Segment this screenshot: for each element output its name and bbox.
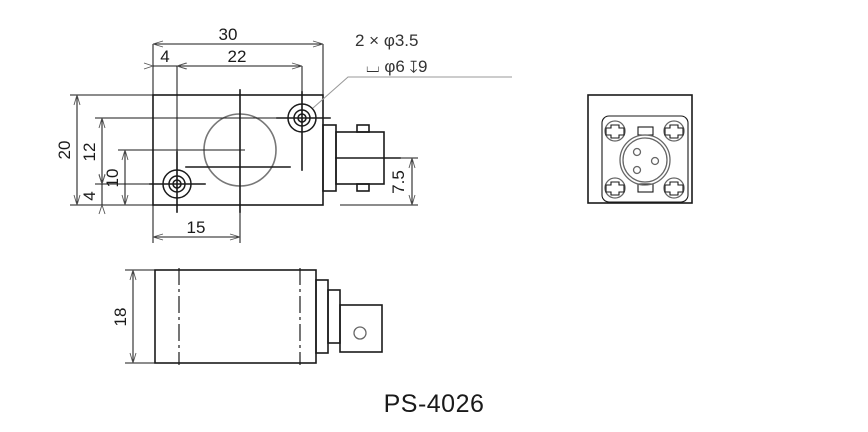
connector-shell-inner-circle	[622, 137, 668, 183]
keying-slot-bottom	[637, 183, 654, 193]
arrow-18-top	[129, 269, 137, 281]
connector-tab-upper	[356, 124, 370, 133]
arrow-10-bot	[121, 194, 129, 206]
arrow-10-top	[121, 149, 129, 161]
side-height-dimension-group: 18	[111, 269, 157, 364]
dim-label-15: 15	[187, 218, 206, 237]
page-title: PS-4026	[384, 390, 485, 418]
dim-label-20: 20	[55, 141, 74, 160]
callout-line-1: 2 × φ3.5	[355, 31, 418, 50]
end-view-flange-plate	[601, 115, 689, 203]
connector-shell-outer-circle	[619, 134, 671, 186]
screw-bottom-left	[604, 177, 626, 199]
screw-head-circle	[663, 177, 685, 199]
arrow-15-left	[152, 233, 164, 241]
connector-housing-side-view	[339, 304, 383, 353]
phillips-cross-icon	[664, 124, 684, 139]
callout-leader-line	[312, 76, 512, 109]
arrow-18-bot	[129, 352, 137, 364]
top-plan-view	[149, 89, 401, 213]
end-view-outer-frame	[587, 94, 693, 204]
keying-slot-top	[637, 126, 654, 136]
arrow-12-top	[98, 117, 106, 129]
bottom-15-dimension-group: 15	[152, 205, 241, 243]
arrow-4-left	[143, 62, 154, 70]
dim-label-18: 18	[111, 308, 130, 327]
connector-port-hole-side-view	[353, 326, 367, 340]
side-elevation-view	[154, 268, 383, 365]
counterbore-callout-group: 2 × φ3.5 ⌴ φ6 ↧9	[312, 31, 512, 109]
screw-head-circle	[663, 120, 685, 142]
dim-label-12: 12	[80, 143, 99, 162]
connector-pin-2	[650, 156, 660, 166]
arrow-7p5-top	[408, 157, 416, 169]
dim-label-4-top: 4	[160, 47, 169, 66]
connector-step-side-view	[327, 289, 341, 344]
connector-collar-side-view	[315, 279, 329, 354]
left-dimension-group: 20 12 10 4	[55, 94, 305, 215]
dim-label-4-left: 4	[80, 191, 99, 200]
arrow-20-top	[73, 94, 81, 106]
arrow-7p5-bot	[408, 194, 416, 206]
screw-head-circle	[604, 177, 626, 199]
connector-pin-3	[632, 165, 642, 175]
top-dimension-group: 30 22 4	[143, 25, 324, 190]
dim-label-22: 22	[228, 47, 247, 66]
arrow-4v-top	[98, 174, 106, 185]
arrow-30-left	[152, 40, 164, 48]
arrow-20-bot	[73, 194, 81, 206]
connector-collar-top-view	[322, 124, 337, 192]
dim-label-30: 30	[219, 25, 238, 44]
phillips-cross-icon	[605, 124, 625, 139]
arrow-4-right	[176, 62, 187, 70]
callout-line-2: ⌴ φ6 ↧9	[366, 57, 427, 76]
connector-end-view	[587, 94, 693, 204]
arrow-15-right	[229, 233, 241, 241]
dim-label-7p5: 7.5	[389, 170, 408, 194]
screw-top-left	[604, 120, 626, 142]
screw-top-right	[663, 120, 685, 142]
dim-label-10: 10	[103, 169, 122, 188]
arrow-22-right	[291, 62, 303, 70]
arrow-30-right	[312, 40, 324, 48]
screw-head-circle	[604, 120, 626, 142]
screw-bottom-right	[663, 177, 685, 199]
connector-height-dimension-group: 7.5	[340, 157, 418, 206]
connector-tab-lower	[356, 183, 370, 192]
arrow-4v-bot	[98, 204, 106, 215]
phillips-cross-icon	[664, 181, 684, 196]
phillips-cross-icon	[605, 181, 625, 196]
connector-pin-1	[632, 147, 642, 157]
